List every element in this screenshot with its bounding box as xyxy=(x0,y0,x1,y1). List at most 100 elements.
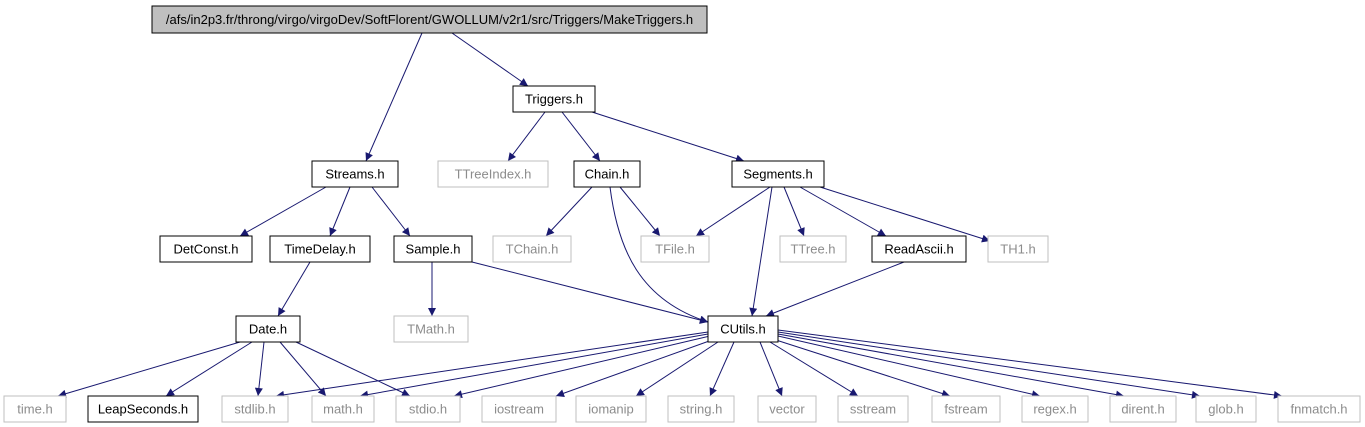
node-box xyxy=(1195,395,1257,423)
node-box xyxy=(707,315,779,343)
node-box xyxy=(437,160,549,188)
node-box xyxy=(931,395,1001,423)
node-label: sstream xyxy=(850,402,896,417)
edge-cutils-glob xyxy=(777,331,1201,399)
node-readascii[interactable]: ReadAscii.h xyxy=(871,235,967,263)
edge-cutils-dirent xyxy=(777,333,1125,399)
node-label: TTree.h xyxy=(790,242,835,257)
edge-cutils-fnmatch xyxy=(777,329,1283,399)
node-box xyxy=(235,315,301,343)
edge-triggers-chain xyxy=(561,111,601,162)
edge-segments-readascii xyxy=(799,186,887,237)
node-iostream: iostream xyxy=(481,395,557,423)
dependency-edges xyxy=(57,32,1283,399)
edge-segments-ttree xyxy=(783,186,805,237)
node-detconst[interactable]: DetConst.h xyxy=(159,235,253,263)
node-stdio: stdio.h xyxy=(395,395,461,423)
edge-segments-cutils xyxy=(749,186,773,317)
node-label: TTreeIndex.h xyxy=(455,167,532,182)
node-label: Date.h xyxy=(249,322,287,337)
node-label: TChain.h xyxy=(506,242,559,257)
node-label: vector xyxy=(769,402,805,417)
node-streams[interactable]: Streams.h xyxy=(311,160,399,188)
node-ttree: TTree.h xyxy=(779,235,847,263)
edge-chain-tfile xyxy=(619,186,661,237)
node-label: /afs/in2p3.fr/throng/virgo/virgoDev/Soft… xyxy=(166,12,693,27)
node-segments[interactable]: Segments.h xyxy=(731,160,825,188)
node-box xyxy=(512,85,596,113)
node-label: Streams.h xyxy=(325,167,384,182)
node-math: math.h xyxy=(311,395,375,423)
node-label: iomanip xyxy=(588,402,634,417)
node-root[interactable]: /afs/in2p3.fr/throng/virgo/virgoDev/Soft… xyxy=(151,5,708,34)
edge-chain-cutils xyxy=(609,186,709,324)
node-label: stdlib.h xyxy=(234,402,275,417)
edge-segments-tfile xyxy=(695,186,771,237)
node-cutils[interactable]: CUtils.h xyxy=(707,315,779,343)
node-sstream: sstream xyxy=(837,395,909,423)
node-string: string.h xyxy=(667,395,735,423)
node-triggers[interactable]: Triggers.h xyxy=(512,85,596,113)
node-ttreeindex: TTreeIndex.h xyxy=(437,160,549,188)
node-box xyxy=(492,235,572,263)
edge-cutils-math xyxy=(359,333,709,399)
edge-sample-cutils xyxy=(471,261,709,324)
node-box xyxy=(395,395,461,423)
node-box xyxy=(311,160,399,188)
edge-date-time xyxy=(57,341,241,398)
edge-cutils-sstream xyxy=(769,341,859,397)
node-label: TMath.h xyxy=(407,322,455,337)
node-label: dirent.h xyxy=(1121,402,1164,417)
node-stdlib: stdlib.h xyxy=(221,395,289,423)
node-chain[interactable]: Chain.h xyxy=(573,160,641,188)
edge-root-streams xyxy=(365,32,423,162)
node-box xyxy=(1021,395,1089,423)
edge-cutils-iomanip xyxy=(635,341,719,397)
edge-segments-th1 xyxy=(819,186,991,243)
node-regex: regex.h xyxy=(1021,395,1089,423)
node-label: Segments.h xyxy=(743,167,812,182)
node-box xyxy=(3,395,67,423)
node-label: time.h xyxy=(17,402,52,417)
edge-triggers-segments xyxy=(591,111,745,163)
node-label: Sample.h xyxy=(406,242,461,257)
node-label: stdio.h xyxy=(409,402,447,417)
node-tmath: TMath.h xyxy=(393,315,469,343)
node-label: CUtils.h xyxy=(720,322,766,337)
node-label: TimeDelay.h xyxy=(284,242,356,257)
node-box xyxy=(640,235,710,263)
node-label: Triggers.h xyxy=(525,92,583,107)
node-leapseconds[interactable]: LeapSeconds.h xyxy=(87,395,199,423)
node-box xyxy=(481,395,557,423)
node-box xyxy=(151,5,708,34)
node-box xyxy=(393,315,469,343)
node-box xyxy=(311,395,375,423)
node-label: iostream xyxy=(494,402,544,417)
node-label: fnmatch.h xyxy=(1290,402,1347,417)
edge-streams-detconst xyxy=(239,186,327,237)
node-label: Chain.h xyxy=(585,167,630,182)
node-box xyxy=(159,235,253,263)
node-box xyxy=(573,160,641,188)
edge-cutils-fstream xyxy=(775,339,951,398)
node-fnmatch: fnmatch.h xyxy=(1277,395,1361,423)
node-box xyxy=(871,235,967,263)
node-tfile: TFile.h xyxy=(640,235,710,263)
node-date[interactable]: Date.h xyxy=(235,315,301,343)
node-timedelay[interactable]: TimeDelay.h xyxy=(269,235,371,263)
edge-date-stdio xyxy=(295,341,411,397)
edge-streams-sample xyxy=(371,186,411,237)
node-box xyxy=(1109,395,1177,423)
node-box xyxy=(221,395,289,423)
edge-cutils-iostream xyxy=(555,339,713,398)
edge-streams-timedelay xyxy=(329,186,351,237)
edge-cutils-stdio xyxy=(453,335,711,399)
node-sample[interactable]: Sample.h xyxy=(393,235,473,263)
edge-date-math xyxy=(279,341,327,397)
node-label: DetConst.h xyxy=(173,242,238,257)
edge-date-leapseconds xyxy=(165,341,253,397)
node-box xyxy=(731,160,825,188)
node-label: TFile.h xyxy=(655,242,695,257)
edge-root-triggers xyxy=(451,32,529,87)
